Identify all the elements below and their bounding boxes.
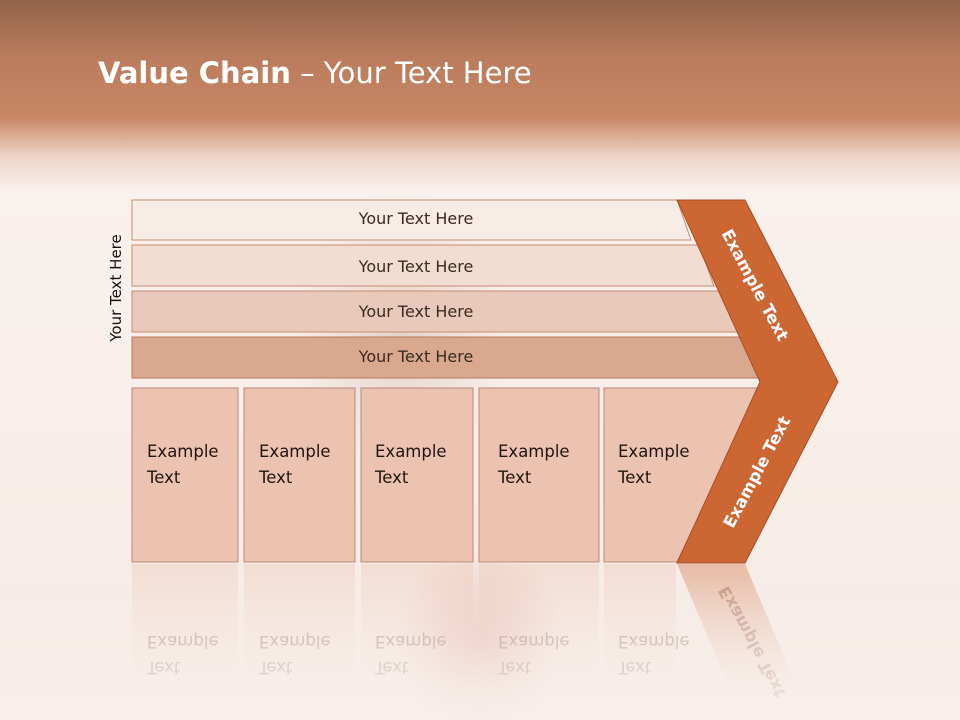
column-box-4 <box>478 387 600 563</box>
column-box-1 <box>131 387 239 563</box>
column-3-line1: Example <box>375 442 447 461</box>
column-1-line2: Text <box>147 468 181 487</box>
bar-2-label: Your Text Here <box>358 257 474 276</box>
bar-1 <box>131 199 692 241</box>
bar-3-label: Your Text Here <box>358 302 474 321</box>
title-rest: – Your Text Here <box>290 56 532 90</box>
column-5-line2: Text <box>618 468 652 487</box>
bar-2 <box>131 244 715 287</box>
header-band <box>0 0 960 190</box>
reflection-fade <box>0 580 960 720</box>
column-4-line2: Text <box>498 468 532 487</box>
column-5-line1: Example <box>618 442 690 461</box>
column-3-line2: Text <box>375 468 409 487</box>
column-box-2 <box>243 387 356 563</box>
slide-title: Value Chain – Your Text Here <box>98 56 532 90</box>
column-1-line1: Example <box>147 442 219 461</box>
chevron-arrow <box>676 199 839 564</box>
column-4-line1: Example <box>498 442 570 461</box>
bar-4-label: Your Text Here <box>358 347 474 366</box>
bar-1-label: Your Text Here <box>358 209 474 228</box>
column-2-line2: Text <box>259 468 293 487</box>
column-box-3 <box>360 387 474 563</box>
title-bold: Value Chain <box>98 56 291 90</box>
column-2-line1: Example <box>259 442 331 461</box>
